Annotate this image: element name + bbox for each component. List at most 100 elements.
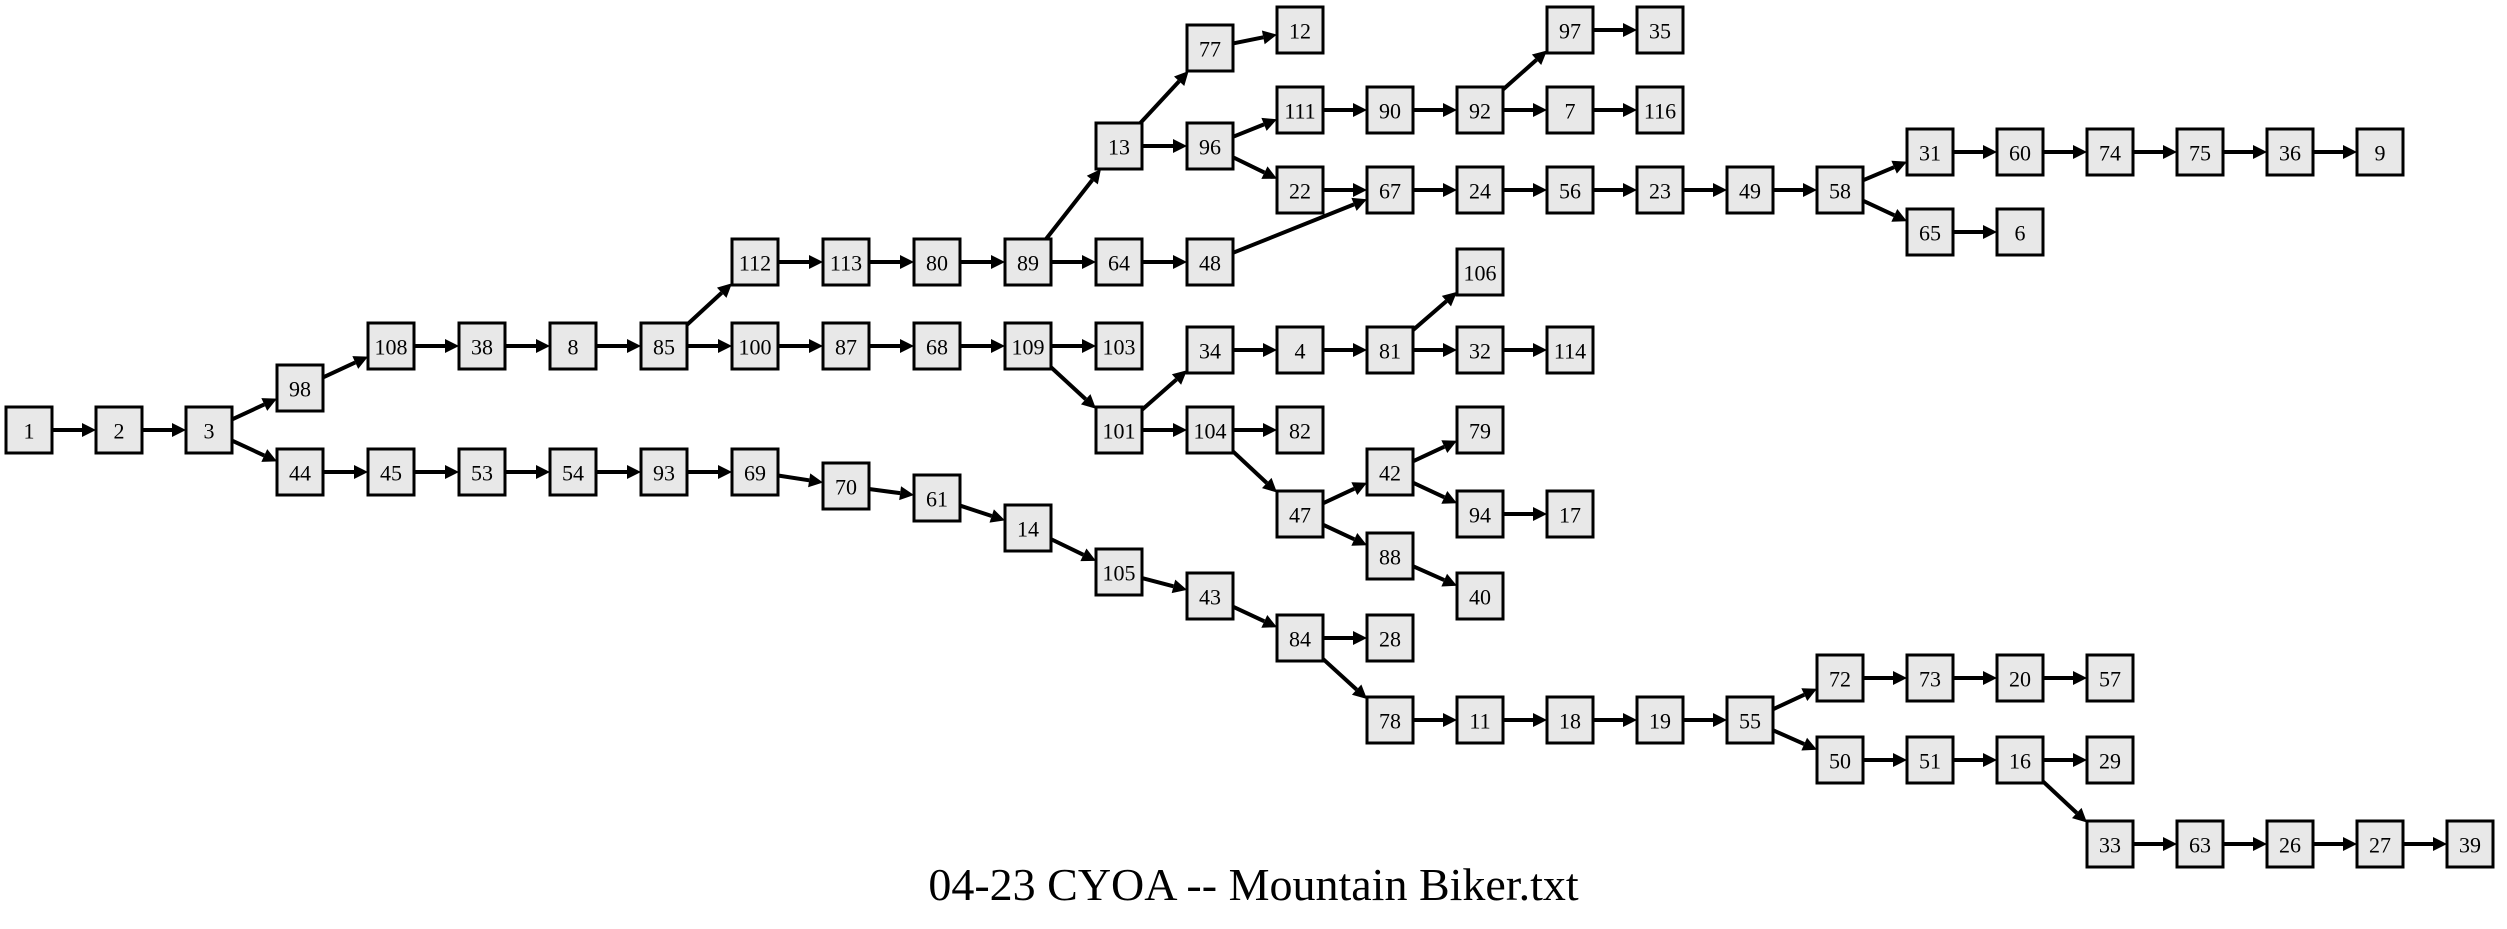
- arrowhead-icon: [2343, 837, 2357, 851]
- edge-line: [1412, 480, 1446, 500]
- arrowhead-icon: [1261, 166, 1277, 179]
- edge-51-to-16: [1953, 753, 1997, 767]
- node-box: [2445, 819, 2495, 869]
- node-box: [548, 447, 598, 497]
- edge-18-to-19: [1593, 713, 1637, 727]
- node-label: 72: [1829, 667, 1851, 692]
- node-44: 44: [275, 447, 325, 497]
- edge-58-to-31: [1862, 160, 1907, 183]
- arrowhead-icon: [1533, 343, 1547, 357]
- node-26: 26: [2265, 819, 2315, 869]
- edge-73-to-20: [1953, 671, 1997, 685]
- node-box: [1455, 489, 1505, 539]
- edge-line: [777, 473, 810, 483]
- arrowhead-icon: [1533, 713, 1547, 727]
- arrowhead-icon: [718, 465, 732, 479]
- arrowhead-icon: [1443, 103, 1457, 117]
- diagram-caption: 04-23 CYOA -- Mountain Biker.txt: [928, 859, 1579, 910]
- arrowhead-icon: [1441, 440, 1457, 453]
- node-label: 56: [1559, 179, 1581, 204]
- edge-line: [1232, 122, 1265, 139]
- node-42: 42: [1365, 447, 1415, 497]
- edge-36-to-9: [2313, 145, 2357, 159]
- node-box: [1275, 489, 1325, 539]
- arrowhead-icon: [2071, 807, 2087, 823]
- arrowhead-icon: [536, 339, 550, 353]
- arrowhead-icon: [2163, 837, 2177, 851]
- edge-38-to-8: [505, 339, 550, 353]
- node-35: 35: [1635, 5, 1685, 55]
- arrowhead-icon: [1891, 209, 1907, 222]
- arrowhead-icon: [900, 255, 914, 269]
- node-box: [275, 447, 325, 497]
- node-label: 24: [1469, 179, 1491, 204]
- node-61: 61: [912, 473, 962, 523]
- node-84: 84: [1275, 613, 1325, 663]
- edge-63-to-26: [2223, 837, 2267, 851]
- node-label: 116: [1644, 99, 1676, 124]
- node-23: 23: [1635, 165, 1685, 215]
- node-94: 94: [1455, 489, 1505, 539]
- node-label: 11: [1469, 709, 1490, 734]
- node-label: 79: [1469, 419, 1491, 444]
- arrowhead-icon: [1441, 491, 1457, 504]
- node-box: [548, 321, 598, 371]
- node-label: 39: [2459, 833, 2481, 858]
- arrowhead-icon: [1891, 160, 1907, 174]
- arrowhead-icon: [718, 339, 732, 353]
- arrowhead-icon: [1803, 183, 1817, 197]
- node-box: [1995, 207, 2045, 257]
- node-58: 58: [1815, 165, 1865, 215]
- edge-85-to-100: [687, 339, 732, 353]
- node-7: 7: [1545, 85, 1595, 135]
- arrowhead-icon: [1533, 183, 1547, 197]
- node-box: [639, 321, 689, 371]
- node-111: 111: [1275, 85, 1325, 135]
- edge-16-to-33: [2041, 780, 2087, 823]
- edge-line: [1044, 178, 1094, 241]
- edge-55-to-50: [1772, 728, 1817, 751]
- node-label: 7: [1565, 99, 1576, 124]
- node-label: 94: [1469, 503, 1491, 528]
- edge-line: [959, 503, 993, 518]
- arrowhead-icon: [627, 465, 641, 479]
- node-114: 114: [1545, 325, 1595, 375]
- edge-67-to-24: [1413, 183, 1457, 197]
- arrowhead-icon: [354, 465, 368, 479]
- arrowhead-icon: [1173, 71, 1189, 87]
- node-label: 105: [1103, 561, 1136, 586]
- node-label: 61: [926, 487, 948, 512]
- node-34: 34: [1185, 325, 1235, 375]
- node-54: 54: [548, 447, 598, 497]
- node-label: 31: [1919, 141, 1941, 166]
- arrowhead-icon: [1983, 145, 1997, 159]
- node-88: 88: [1365, 531, 1415, 581]
- arrowhead-icon: [1623, 103, 1637, 117]
- edge-line: [1049, 365, 1088, 401]
- arrowhead-icon: [445, 339, 459, 353]
- arrowhead-icon: [1533, 507, 1547, 521]
- arrowhead-icon: [1353, 103, 1367, 117]
- node-box: [821, 461, 871, 511]
- node-label: 64: [1108, 251, 1130, 276]
- node-label: 45: [380, 461, 402, 486]
- node-label: 14: [1017, 517, 1039, 542]
- node-box: [1094, 547, 1144, 597]
- arrowhead-icon: [2343, 145, 2357, 159]
- arrowhead-icon: [172, 423, 186, 437]
- edge-line: [1411, 299, 1448, 332]
- node-104: 104: [1185, 405, 1235, 455]
- node-label: 77: [1199, 37, 1221, 62]
- node-label: 32: [1469, 339, 1491, 364]
- arrowhead-icon: [1531, 50, 1547, 65]
- node-box: [1905, 653, 1955, 703]
- node-label: 8: [568, 335, 579, 360]
- arrowhead-icon: [1353, 343, 1367, 357]
- edge-20-to-57: [2043, 671, 2087, 685]
- node-label: 54: [562, 461, 584, 486]
- node-label: 57: [2099, 667, 2121, 692]
- arrowhead-icon: [809, 255, 823, 269]
- arrowhead-icon: [1351, 533, 1367, 546]
